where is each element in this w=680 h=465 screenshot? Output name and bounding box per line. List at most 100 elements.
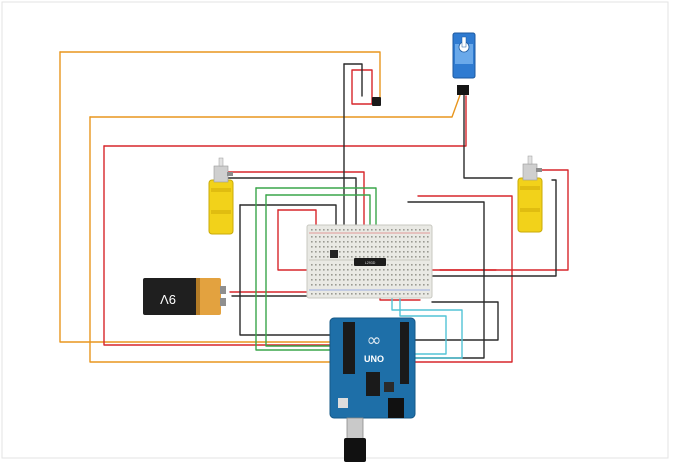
breadboard-hole <box>403 264 405 266</box>
breadboard-hole <box>427 229 429 231</box>
wire-orange[interactable] <box>89 116 355 363</box>
wire-orange[interactable] <box>89 94 461 118</box>
breadboard-hole <box>387 284 389 286</box>
arduino-logo: ∞ <box>367 330 382 351</box>
breadboard-hole <box>343 274 345 276</box>
breadboard-hole <box>379 236 381 238</box>
breadboard-hole <box>343 251 345 253</box>
breadboard-hole <box>363 229 365 231</box>
driver-chip[interactable] <box>354 258 386 266</box>
dc-motor-right[interactable] <box>517 155 543 233</box>
breadboard-hole <box>391 246 393 248</box>
wire-orange[interactable] <box>59 51 381 101</box>
breadboard-hole <box>427 236 429 238</box>
motor-terminal <box>536 168 542 172</box>
breadboard-hole <box>391 284 393 286</box>
breadboard-hole <box>319 269 321 271</box>
battery-9v[interactable]: 9V <box>143 278 226 315</box>
breadboard-hole <box>419 264 421 266</box>
breadboard-hole <box>379 279 381 281</box>
servo-connector <box>457 85 469 95</box>
breadboard-hole <box>391 269 393 271</box>
breadboard-hole <box>407 269 409 271</box>
breadboard-hole <box>323 284 325 286</box>
breadboard-hole <box>355 241 357 243</box>
breadboard-hole <box>399 256 401 258</box>
sensor-module[interactable] <box>372 97 381 106</box>
breadboard-hole <box>343 246 345 248</box>
breadboard-hole <box>367 274 369 276</box>
breadboard-hole <box>339 284 341 286</box>
breadboard-hole <box>383 256 385 258</box>
wire-red[interactable] <box>351 69 373 105</box>
breadboard-hole <box>387 241 389 243</box>
breadboard-hole <box>335 293 337 295</box>
breadboard-hole <box>351 293 353 295</box>
wire-cyan[interactable] <box>399 267 447 355</box>
wire-red[interactable] <box>103 95 467 147</box>
servo-motor[interactable] <box>452 32 476 95</box>
usb-port[interactable] <box>346 417 364 441</box>
breadboard-hole <box>387 274 389 276</box>
breadboard-holes <box>311 229 429 295</box>
usb-cable[interactable] <box>344 438 366 462</box>
breadboard-hole <box>387 246 389 248</box>
breadboard-hole <box>331 236 333 238</box>
breadboard-hole <box>323 274 325 276</box>
breadboard-hole <box>359 293 361 295</box>
breadboard-hole <box>359 246 361 248</box>
breadboard-hole <box>407 241 409 243</box>
breadboard-hole <box>399 229 401 231</box>
breadboard-hole <box>423 246 425 248</box>
wire-black[interactable] <box>407 301 499 341</box>
breadboard-hole <box>311 279 313 281</box>
breadboard-hole <box>383 246 385 248</box>
breadboard-hole <box>323 246 325 248</box>
breadboard-hole <box>347 284 349 286</box>
wire-orange[interactable] <box>59 51 343 343</box>
breadboard-hole <box>347 293 349 295</box>
breadboard[interactable]: L293D <box>306 224 433 299</box>
breadboard-hole <box>323 256 325 258</box>
breadboard-hole <box>395 229 397 231</box>
wire-black[interactable] <box>239 204 337 336</box>
breadboard-hole <box>399 269 401 271</box>
breadboard-hole <box>419 241 421 243</box>
wire-black[interactable] <box>343 63 363 97</box>
wire-green[interactable] <box>265 194 359 347</box>
breadboard-hole <box>387 236 389 238</box>
breadboard-hole <box>371 241 373 243</box>
breadboard-hole <box>419 284 421 286</box>
breadboard-hole <box>335 284 337 286</box>
breadboard-hole <box>379 256 381 258</box>
breadboard-hole <box>407 274 409 276</box>
breadboard-hole <box>399 293 401 295</box>
breadboard-hole <box>343 284 345 286</box>
breadboard-hole <box>419 274 421 276</box>
reset-button[interactable] <box>338 398 348 408</box>
wire-black[interactable] <box>463 94 513 179</box>
breadboard-hole <box>355 236 357 238</box>
breadboard-hole <box>347 274 349 276</box>
breadboard-hole <box>407 293 409 295</box>
arduino-uno[interactable]: ∞ UNO <box>329 317 416 462</box>
dc-motor-left[interactable] <box>208 157 234 235</box>
breadboard-hole <box>427 246 429 248</box>
breadboard-module[interactable] <box>330 250 338 258</box>
wire-red[interactable] <box>403 195 513 363</box>
wire-red[interactable] <box>103 145 337 346</box>
breadboard-hole <box>315 293 317 295</box>
wire-green[interactable] <box>255 187 363 351</box>
breadboard-hole <box>339 236 341 238</box>
breadboard-hole <box>343 264 345 266</box>
breadboard-hole <box>331 284 333 286</box>
breadboard-hole <box>347 256 349 258</box>
breadboard-hole <box>351 251 353 253</box>
breadboard-hole <box>387 293 389 295</box>
breadboard-hole <box>327 264 329 266</box>
breadboard-hole <box>319 229 321 231</box>
breadboard-hole <box>379 293 381 295</box>
breadboard-hole <box>387 256 389 258</box>
breadboard-hole <box>395 293 397 295</box>
wire-red[interactable] <box>439 169 569 271</box>
